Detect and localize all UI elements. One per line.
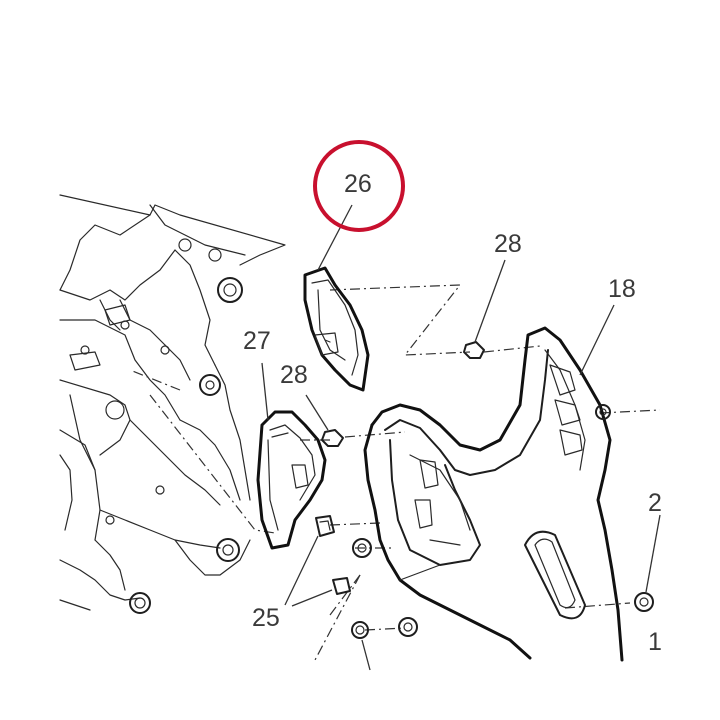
highlight-circle (313, 140, 405, 232)
callout-18: 18 (608, 275, 636, 303)
callout-28-upper: 28 (494, 230, 522, 258)
callout-partial-1: 1 (648, 628, 662, 656)
part-18-main-fairing (363, 326, 624, 662)
hardware-fasteners (315, 341, 654, 639)
part-26-cover (303, 266, 370, 392)
callout-27: 27 (243, 327, 271, 355)
callout-partial-2: 2 (648, 489, 662, 517)
callout-25: 25 (252, 604, 280, 632)
callout-leader-lines (261, 204, 661, 671)
frame-assembly (59, 194, 286, 614)
part-27-cover (256, 410, 327, 550)
assembly-guide-lines (129, 284, 661, 661)
callout-28-lower: 28 (280, 361, 308, 389)
callout-26: 26 (344, 170, 372, 198)
